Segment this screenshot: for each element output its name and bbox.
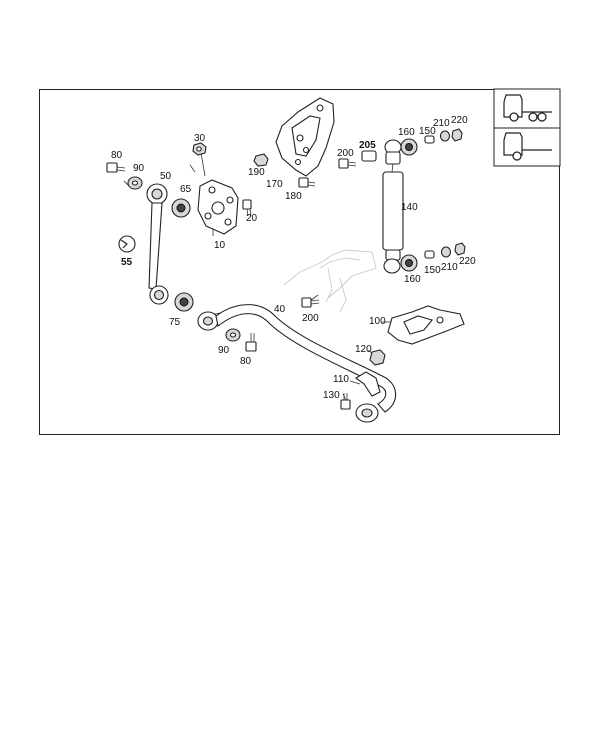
label-205: 205 — [359, 140, 376, 151]
label-120: 120 — [355, 344, 372, 355]
label-65: 65 — [180, 184, 192, 195]
bolt-20 — [242, 199, 252, 217]
bolt-130 — [340, 393, 351, 410]
label-75: 75 — [169, 317, 181, 328]
bushing-65 — [171, 198, 191, 218]
truck-tandem-axle-icon — [503, 94, 552, 122]
label-150-upper: 150 — [419, 126, 436, 137]
bolt-200-upper — [338, 158, 357, 169]
label-20: 20 — [246, 213, 258, 224]
stabilizer-bar-40 — [197, 304, 397, 423]
label-200-upper: 200 — [337, 148, 354, 159]
label-140: 140 — [401, 202, 418, 213]
label-110: 110 — [333, 374, 349, 385]
spring-hanger-170 — [275, 97, 335, 177]
nut-120 — [369, 349, 386, 366]
bushing-160-upper — [400, 138, 418, 156]
nut-30 — [192, 142, 207, 156]
sleeve-150-upper — [424, 135, 435, 144]
sleeve-205 — [361, 150, 377, 162]
bracket-plate-10 — [197, 179, 239, 235]
vehicle-icon-panel — [493, 88, 561, 167]
label-220-lower: 220 — [459, 256, 476, 267]
label-40: 40 — [274, 304, 286, 315]
label-80-upper: 80 — [111, 150, 123, 161]
label-150-lower: 150 — [424, 265, 441, 276]
label-200-lower: 200 — [302, 313, 319, 324]
label-50: 50 — [160, 171, 172, 182]
washer-210-lower — [440, 246, 452, 258]
shock-absorber-140 — [382, 139, 404, 274]
stabilizer-link-50 — [146, 183, 169, 305]
label-100: 100 — [369, 316, 386, 327]
label-130: 130 — [323, 390, 340, 401]
nut-220-lower — [454, 242, 466, 256]
label-170: 170 — [266, 179, 283, 190]
label-210-lower: 210 — [441, 262, 458, 273]
clamp-110 — [355, 371, 381, 397]
label-220-upper: 220 — [451, 115, 468, 126]
label-55: 55 — [121, 257, 133, 268]
label-190: 190 — [248, 167, 265, 178]
washer-210-upper — [439, 130, 451, 142]
nut-220-upper — [451, 128, 463, 142]
label-180: 180 — [285, 191, 302, 202]
bushing-160-lower — [400, 254, 418, 272]
sleeve-150-lower — [424, 250, 435, 259]
wrench-icon-55 — [118, 235, 136, 253]
bushing-75 — [174, 292, 194, 312]
label-160-lower: 160 — [404, 274, 421, 285]
bolt-200-lower — [301, 297, 320, 308]
label-10: 10 — [214, 240, 226, 251]
clamp-bracket-100 — [387, 305, 465, 345]
label-210-upper: 210 — [433, 118, 450, 129]
bolt-80-upper — [106, 162, 126, 173]
label-80-lower: 80 — [240, 356, 252, 367]
bolt-80-lower — [245, 333, 257, 352]
nut-190 — [253, 153, 269, 167]
label-90-lower: 90 — [218, 345, 230, 356]
label-160-upper: 160 — [398, 127, 415, 138]
label-90-upper: 90 — [133, 163, 145, 174]
part-labels: 80 90 50 65 30 10 20 55 75 90 80 190 170… — [111, 115, 476, 401]
truck-single-axle-icon — [503, 132, 552, 161]
label-30: 30 — [194, 133, 206, 144]
bolt-180 — [298, 177, 316, 188]
chassis-bracket-outline — [283, 249, 377, 313]
